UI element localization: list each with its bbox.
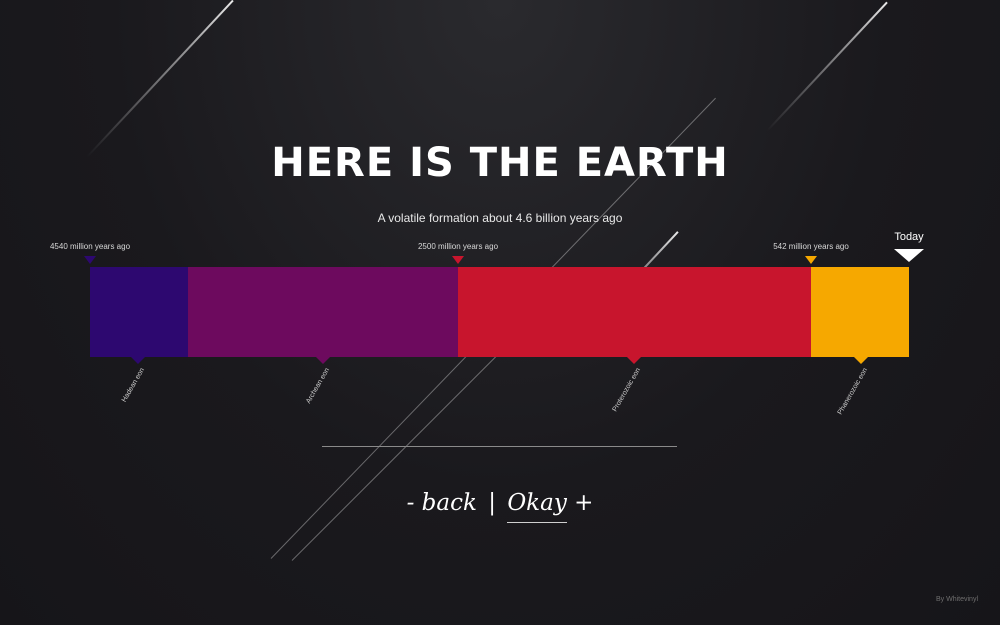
nav-separator: | xyxy=(488,490,496,516)
marker-triangle-proterozoic-start xyxy=(452,256,464,264)
page-title: HERE IS THE EARTH xyxy=(271,140,729,186)
eon-label-hadean: Hadean eon xyxy=(120,367,147,404)
eon-label-archean: Archean eon xyxy=(305,367,332,405)
divider xyxy=(322,446,677,447)
eon-label-phanerozoic: Phanerozoic eon xyxy=(836,367,870,417)
meteor-streak-2 xyxy=(766,1,888,132)
plus-link[interactable]: + xyxy=(574,490,594,516)
marker-label-hadean-start: 4540 million years ago xyxy=(49,242,131,251)
subtitle: A volatile formation about 4.6 billion y… xyxy=(377,211,623,225)
eon-notch xyxy=(131,357,145,364)
eon-hadean[interactable]: Hadean eon xyxy=(90,267,188,404)
navigation: - back | Okay + xyxy=(0,490,1000,523)
meteor-streak-1 xyxy=(86,0,234,158)
marker-label-phanerozoic-start: 542 million years ago xyxy=(773,242,849,251)
marker-triangle-phanerozoic-start xyxy=(805,256,817,264)
eon-phanerozoic[interactable]: Phanerozoic eon xyxy=(811,267,909,416)
eon-notch xyxy=(854,357,868,364)
marker-triangle-hadean-start xyxy=(84,256,96,264)
back-link[interactable]: - back xyxy=(406,490,477,516)
okay-link[interactable]: Okay xyxy=(507,490,567,523)
eon-label-proterozoic: Proterozoic eon xyxy=(611,367,643,413)
credit-text: By Whitevinyl xyxy=(935,596,978,603)
eon-notch xyxy=(627,357,641,364)
eon-proterozoic[interactable]: Proterozoic eon xyxy=(458,267,811,413)
today-triangle xyxy=(894,249,924,262)
marker-label-proterozoic-start: 2500 million years ago xyxy=(417,242,499,251)
eon-timeline: Hadean eon Archean eon Proterozoic eon P… xyxy=(90,267,909,416)
today-label: Today xyxy=(894,231,924,243)
eon-notch xyxy=(316,357,330,364)
eon-archean[interactable]: Archean eon xyxy=(188,267,458,405)
